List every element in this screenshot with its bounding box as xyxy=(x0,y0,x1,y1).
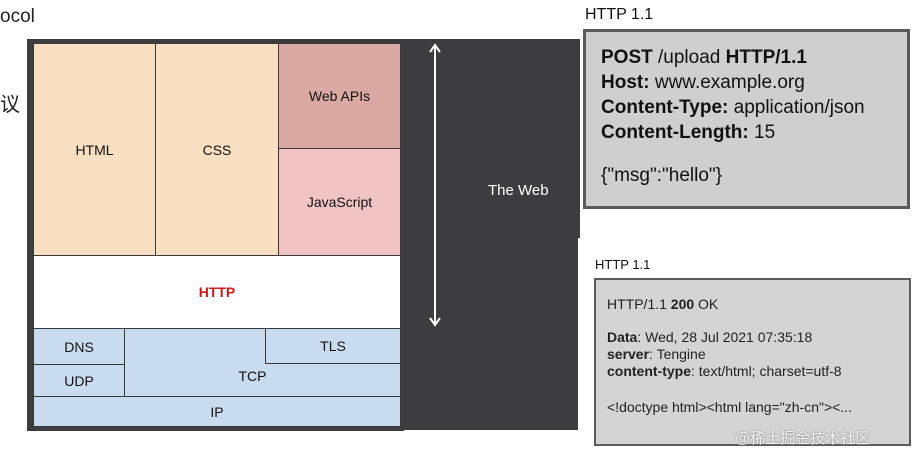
html-label: HTML xyxy=(75,141,114,158)
udp-layer: UDP xyxy=(33,364,125,397)
the-web-label: The Web xyxy=(488,182,549,199)
dns-layer: DNS xyxy=(33,328,125,365)
content-length-key: Content-Length: xyxy=(601,122,749,143)
tls-label: TLS xyxy=(320,338,346,354)
date-header: Data: Wed, 28 Jul 2021 07:35:18 xyxy=(607,329,909,346)
dns-label: DNS xyxy=(64,338,94,355)
response-title: HTTP 1.1 xyxy=(595,257,651,272)
double-arrow-icon xyxy=(429,43,441,327)
server-value: : Tengine xyxy=(649,346,706,362)
css-layer: CSS xyxy=(155,43,279,256)
response-content-type-value: : text/html; charset=utf-8 xyxy=(691,363,842,379)
content-type-header: Content-Type: application/json xyxy=(601,95,907,120)
content-type-value: application/json xyxy=(728,97,865,118)
response-content-type-header: content-type: text/html; charset=utf-8 xyxy=(607,363,909,380)
cropped-heading-text: ocol xyxy=(0,6,35,27)
udp-label: UDP xyxy=(64,372,94,389)
date-key: Data xyxy=(607,329,638,345)
content-type-key: Content-Type: xyxy=(601,97,729,118)
web-panel-gap xyxy=(578,238,584,434)
request-body: {"msg":"hello"} xyxy=(601,165,722,186)
host-value: www.example.org xyxy=(649,72,805,93)
content-length-header: Content-Length: 15 xyxy=(601,120,907,145)
request-path: /upload xyxy=(652,47,726,68)
response-content-type-key: content-type xyxy=(607,363,691,379)
request-method: POST xyxy=(601,47,653,68)
watermark: @稀土掘金技术社区 xyxy=(735,430,871,447)
date-value: : Wed, 28 Jul 2021 07:35:18 xyxy=(637,329,813,345)
html-layer: HTML xyxy=(33,43,156,256)
tls-layer: TLS xyxy=(265,328,401,364)
status-code: 200 xyxy=(670,296,695,312)
tcp-label: TCP xyxy=(238,368,267,384)
protocol-stack-diagram: HTML CSS Web APIs JavaScript HTTP DNS UD… xyxy=(27,39,404,431)
css-label: CSS xyxy=(202,141,232,158)
request-line: POST /upload HTTP/1.1 xyxy=(601,45,907,70)
web-panel xyxy=(400,39,580,430)
ip-label: IP xyxy=(210,403,224,420)
status-prefix: HTTP/1.1 xyxy=(607,296,671,312)
host-header: Host: www.example.org xyxy=(601,70,907,95)
cropped-chinese-text: 议 xyxy=(0,94,20,116)
status-text: OK xyxy=(694,296,719,312)
ip-layer: IP xyxy=(33,396,401,427)
web-apis-layer: Web APIs xyxy=(278,43,401,149)
http-layer: HTTP xyxy=(33,255,401,329)
http-label: HTTP xyxy=(198,284,236,300)
content-length-value: 15 xyxy=(748,122,776,143)
response-body: <!doctype html><html lang="zh-cn"><... xyxy=(607,399,852,415)
http-response-box: HTTP/1.1 200 OK Data: Wed, 28 Jul 2021 0… xyxy=(594,278,911,446)
server-header: server: Tengine xyxy=(607,346,909,363)
http-request-box: POST /upload HTTP/1.1 Host: www.example.… xyxy=(583,29,910,209)
web-apis-label: Web APIs xyxy=(308,88,371,104)
javascript-label: JavaScript xyxy=(306,194,373,210)
request-version: HTTP/1.1 xyxy=(725,47,807,68)
status-line: HTTP/1.1 200 OK xyxy=(607,296,909,313)
host-key: Host: xyxy=(601,72,650,93)
server-key: server xyxy=(607,346,650,362)
javascript-layer: JavaScript xyxy=(278,148,401,256)
request-title: HTTP 1.1 xyxy=(585,6,654,23)
